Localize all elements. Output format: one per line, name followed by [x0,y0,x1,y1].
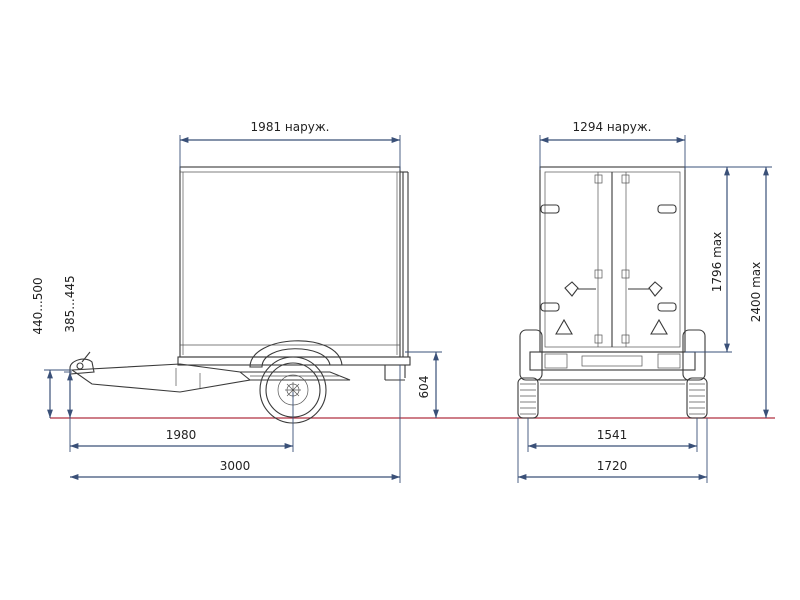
dim-label-coupling-height-a: 440...500 [31,277,45,334]
dim-label-rear-width-outer: 1294 наруж. [573,120,652,134]
dim-rear-width-outer: 1294 наруж. [539,120,686,170]
dim-label-total-length: 3000 [220,459,251,473]
dim-label-track-width: 1541 [597,428,628,442]
dim-side-width-outer: 1981 наруж. [179,120,401,170]
dim-label-platform-height: 604 [417,376,431,399]
dim-coupling-to-axle: 1980 [69,374,294,452]
side-view [69,166,411,424]
rear-warning-triangle-right [650,318,668,335]
dim-platform-height: 604 [405,351,442,418]
dim-coupling-height-a: 440...500 [31,277,72,418]
rear-wheel-right [686,377,708,419]
dim-total-height: 2400 max [685,166,772,418]
dim-label-side-width-outer: 1981 наруж. [251,120,330,134]
dim-label-total-width: 1720 [597,459,628,473]
side-coupling-head [69,351,95,375]
rear-chassis [519,329,706,385]
rear-warning-triangle-left [555,318,573,335]
rear-view [517,166,708,419]
dim-label-coupling-height-b: 385...445 [63,275,77,332]
side-cargo-box [179,166,409,358]
rear-wheel-left [517,377,539,419]
dim-label-total-height: 2400 max [749,262,763,323]
side-fender [249,340,343,368]
dim-total-width: 1720 [517,418,708,483]
rear-door-hardware [540,174,677,344]
dim-track-width: 1541 [527,418,698,452]
dim-total-length: 3000 [70,365,401,483]
dim-label-body-height: 1796 max [710,232,724,293]
side-drawbar [70,363,351,393]
dim-label-coupling-to-axle: 1980 [166,428,197,442]
dim-body-height: 1796 max [685,166,732,353]
